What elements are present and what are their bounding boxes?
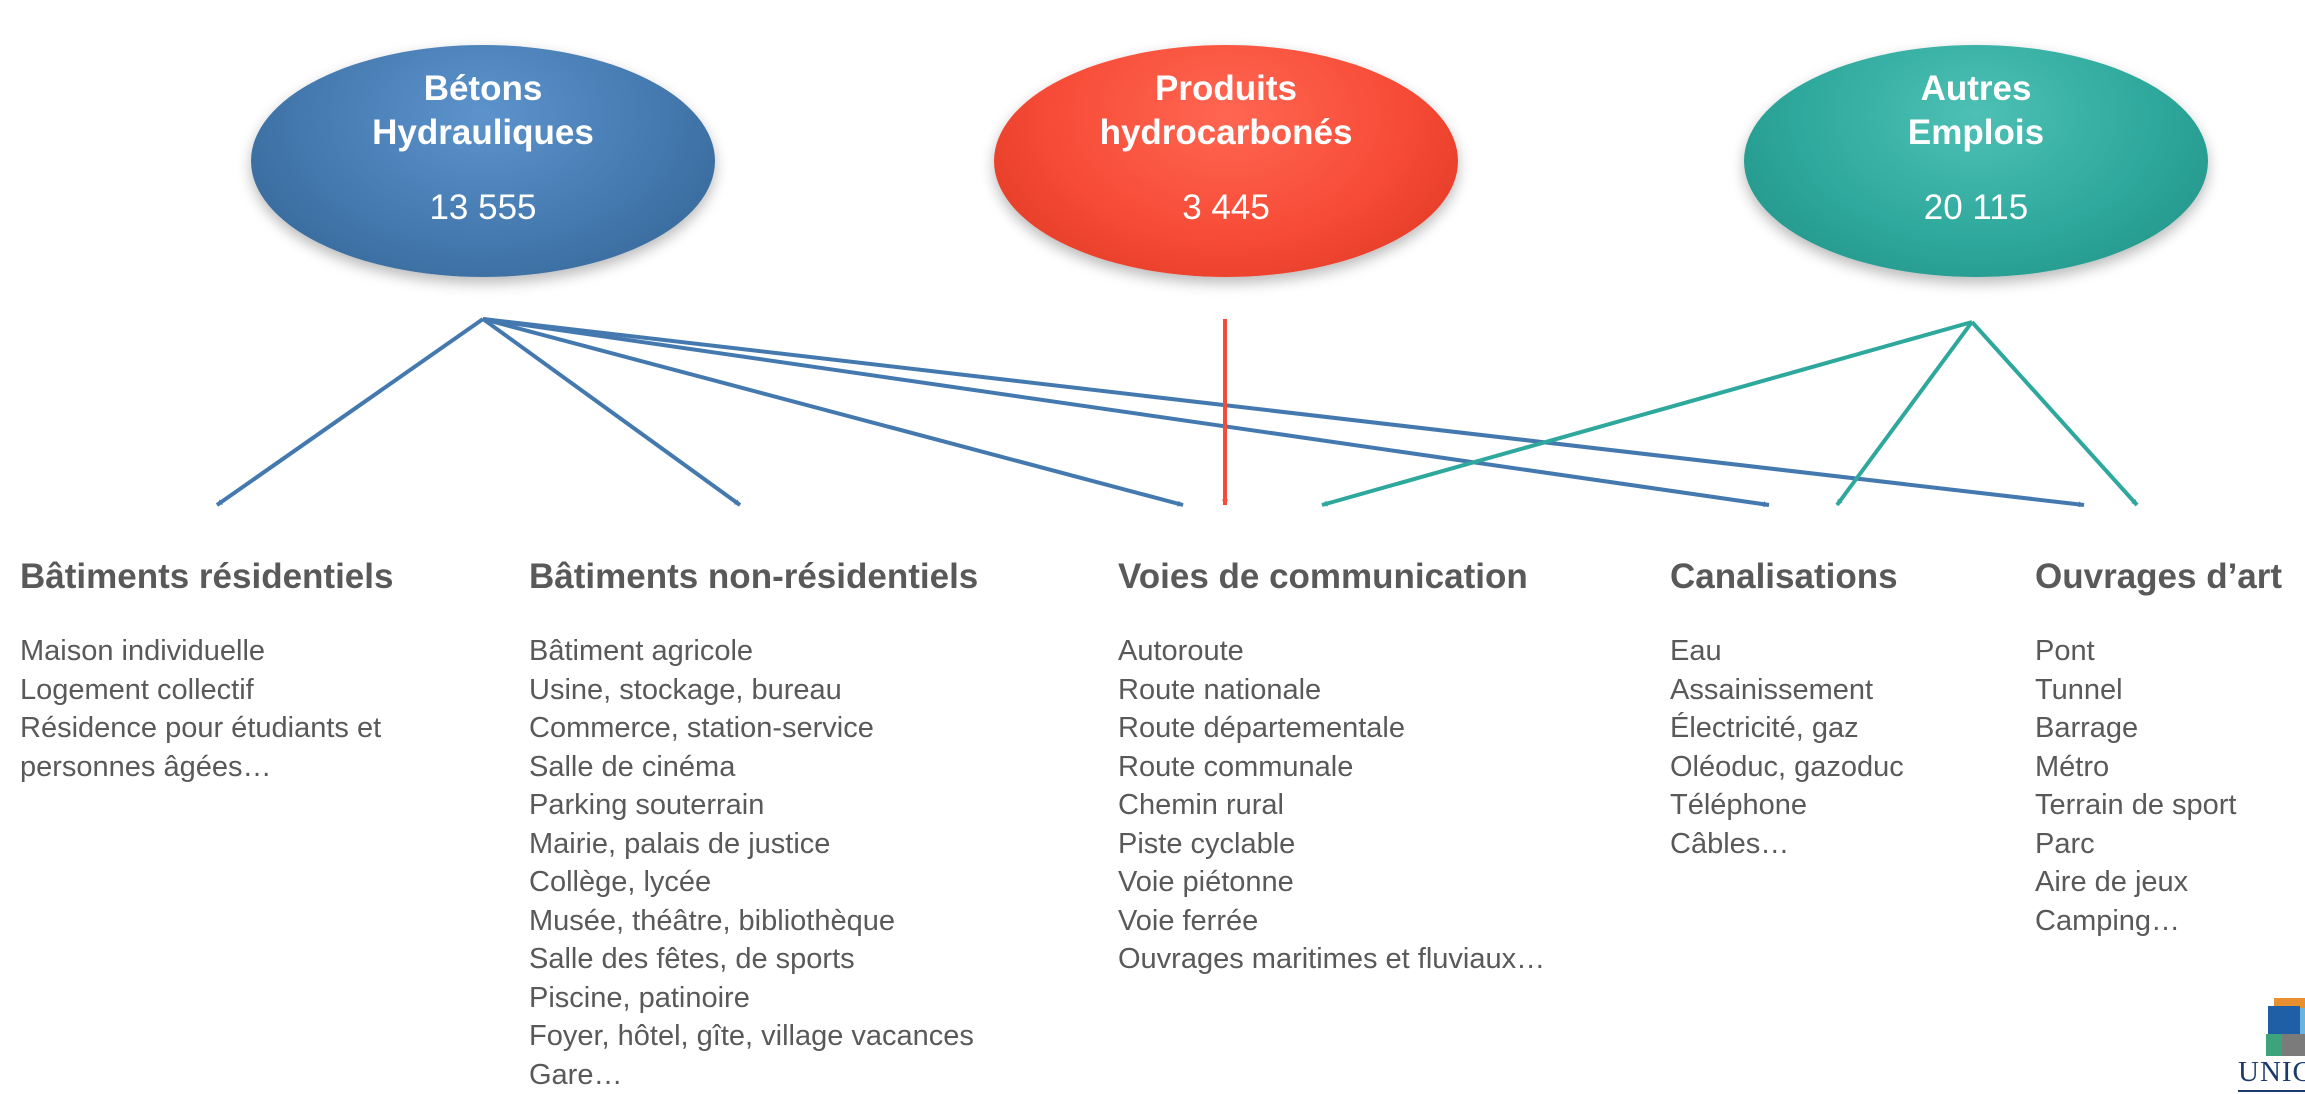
list-item: Assainissement	[1670, 673, 1874, 706]
list-item: Route nationale	[1118, 673, 1322, 706]
betons-hydrauliques-ellipse: Bétons Hydrauliques 13 555	[251, 45, 715, 277]
list-item: Téléphone	[1670, 789, 1808, 821]
list-item: Voie piétonne	[1118, 866, 1294, 898]
column-voies-de-communication: Voies de communication Autoroute Route n…	[1118, 555, 1545, 979]
list-item: Musée, théâtre, bibliothèque	[529, 904, 895, 937]
list-item: Mairie, palais de justice	[529, 827, 831, 860]
list-item: Logement collectif	[20, 673, 254, 706]
list-item: Salle de cinéma	[529, 750, 736, 783]
arrow-betons-to-column-3	[482, 317, 1770, 508]
column-items: Eau Assainissement Électricité, gaz Oléo…	[1670, 632, 1904, 863]
arrow-autres-to-column-3	[1835, 320, 1974, 507]
autres-emplois-ellipse: Autres Emplois 20 115	[1744, 45, 2208, 277]
produits-hydrocarbones-value: 3 445	[1182, 188, 1270, 227]
arrow-betons-to-column-0	[215, 317, 485, 507]
list-item: Camping…	[2035, 904, 2181, 937]
produits-hydrocarbones-title: Produits hydrocarbonés	[1099, 69, 1353, 152]
arrow-autres-to-column-2	[1321, 320, 1973, 507]
logo-text: UNIC	[2238, 1056, 2305, 1088]
list-item: Ouvrages maritimes et fluviaux…	[1118, 943, 1546, 975]
column-items: Maison individuelle Logement collectif R…	[20, 632, 393, 786]
column-items: Bâtiment agricole Usine, stockage, burea…	[529, 632, 978, 1094]
list-item: Piste cyclable	[1118, 827, 1296, 860]
list-item: Maison individuelle	[20, 635, 266, 667]
list-item: Parking souterrain	[529, 789, 765, 821]
list-item: Usine, stockage, bureau	[529, 673, 842, 706]
list-item: Pont	[2035, 635, 2095, 667]
list-item: Câbles…	[1670, 827, 1790, 860]
list-item: Barrage	[2035, 712, 2139, 744]
list-item: Salle des fêtes, de sports	[529, 943, 855, 975]
autres-emplois-value: 20 115	[1923, 188, 2029, 227]
arrow-betons-to-column-4	[482, 317, 2085, 508]
unicem-logo: UNIC	[2234, 998, 2305, 1094]
list-item: Route communale	[1118, 750, 1354, 783]
column-heading: Voies de communication	[1118, 557, 1528, 596]
column-heading: Ouvrages d’art	[2035, 557, 2283, 596]
arrow-betons-to-column-2	[482, 317, 1184, 507]
column-batiments-non-residentiels: Bâtiments non-résidentiels Bâtiment agri…	[529, 555, 978, 1094]
list-item: Bâtiment agricole	[529, 635, 754, 667]
betons-hydrauliques-value: 13 555	[429, 188, 537, 227]
arrow-betons-to-column-1	[481, 317, 742, 507]
list-item: Oléoduc, gazoduc	[1670, 750, 1904, 783]
list-item: Foyer, hôtel, gîte, village vacances	[529, 1020, 974, 1052]
column-heading: Bâtiments résidentiels	[20, 557, 394, 596]
betons-hydrauliques-title: Bétons Hydrauliques	[372, 69, 594, 152]
column-items: Pont Tunnel Barrage Métro Terrain de spo…	[2035, 632, 2282, 940]
list-item: Métro	[2035, 750, 2110, 783]
list-item: Route départementale	[1118, 712, 1405, 744]
arrow-autres-to-column-4	[1970, 320, 2139, 507]
column-canalisations: Canalisations Eau Assainissement Électri…	[1670, 555, 1904, 863]
produits-hydrocarbones-ellipse: Produits hydrocarbonés 3 445	[994, 45, 1458, 277]
list-item: Piscine, patinoire	[529, 981, 750, 1014]
list-item: Tunnel	[2035, 673, 2123, 706]
list-item: Électricité, gaz	[1670, 712, 1859, 744]
list-item: Aire de jeux	[2035, 866, 2189, 898]
column-items: Autoroute Route nationale Route départem…	[1118, 632, 1545, 979]
list-item: Chemin rural	[1118, 789, 1284, 821]
list-item: Gare…	[529, 1058, 623, 1091]
list-item: Commerce, station-service	[529, 712, 874, 744]
autres-emplois-title: Autres Emplois	[1907, 69, 2045, 152]
list-item: Autoroute	[1118, 635, 1244, 667]
list-item: Parc	[2035, 827, 2095, 860]
list-item: personnes âgées…	[20, 750, 272, 783]
column-heading: Canalisations	[1670, 557, 1898, 596]
list-item: Voie ferrée	[1118, 904, 1259, 937]
list-item: Résidence pour étudiants et	[20, 712, 382, 744]
list-item: Terrain de sport	[2035, 789, 2237, 821]
list-item: Collège, lycée	[529, 866, 712, 898]
column-batiments-residentiels: Bâtiments résidentiels Maison individuel…	[20, 555, 393, 786]
column-ouvrages-d-art: Ouvrages d’art Pont Tunnel Barrage Métro…	[2035, 555, 2282, 940]
list-item: Eau	[1670, 635, 1722, 667]
column-heading: Bâtiments non-résidentiels	[529, 557, 979, 596]
